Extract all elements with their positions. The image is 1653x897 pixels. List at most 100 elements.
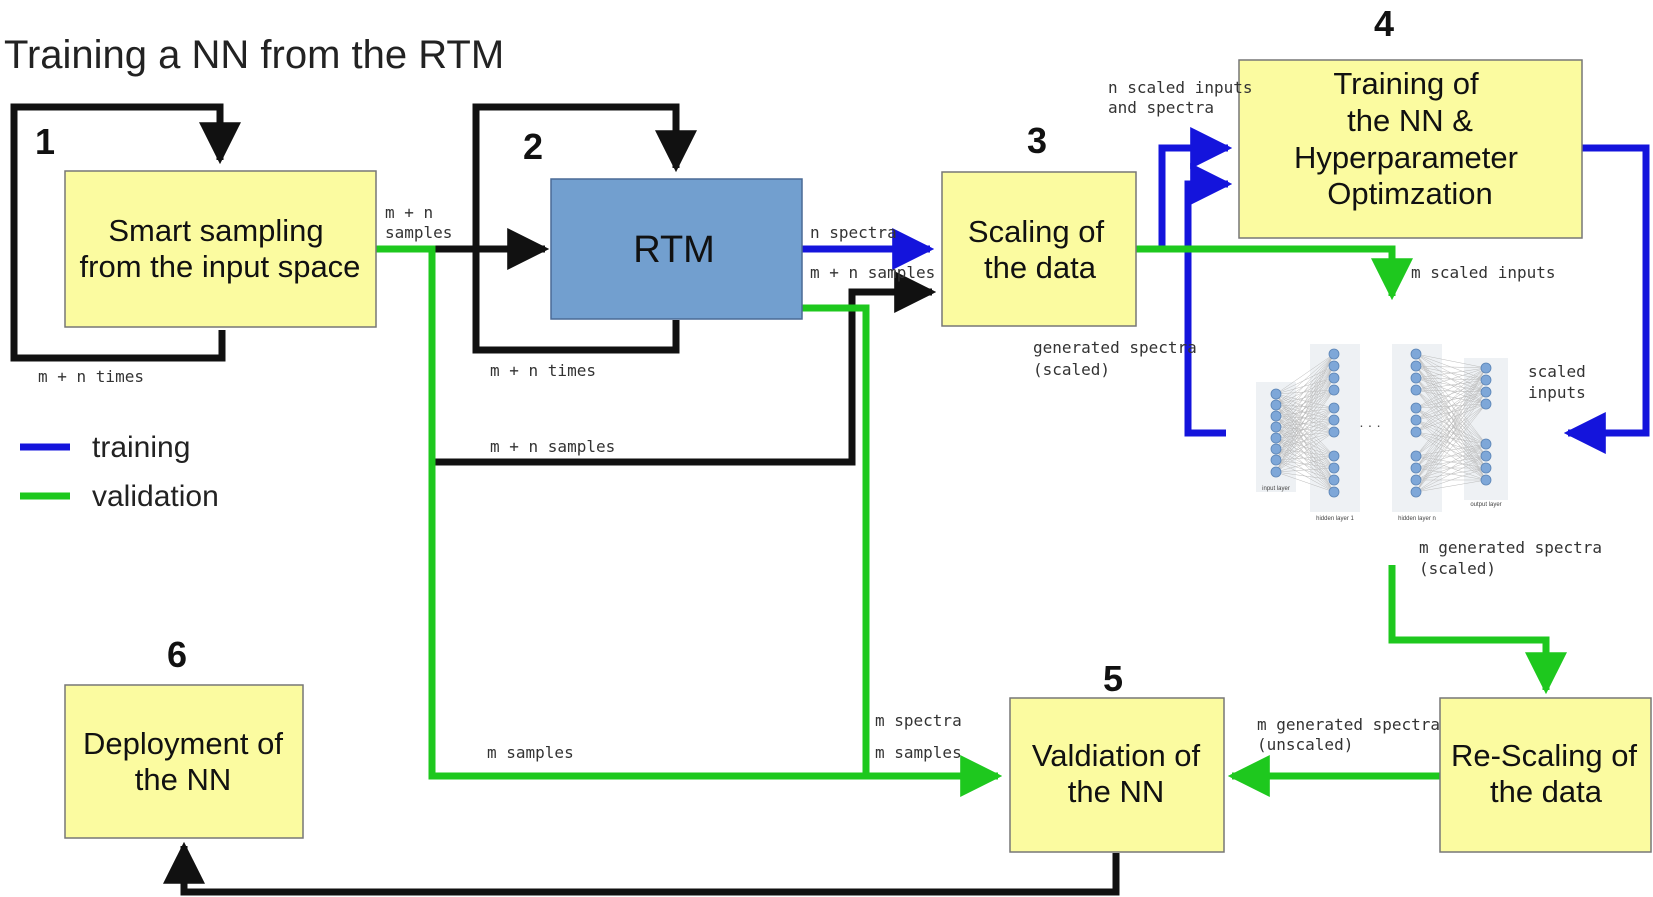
step-4-line4: Optimzation xyxy=(1327,176,1492,211)
nn-hidden-1-node-2 xyxy=(1328,372,1340,384)
nn-ellipsis: · · · xyxy=(1359,417,1381,433)
nn-hidden-1-node-9 xyxy=(1328,474,1340,486)
scaled-inputs-label-a: scaled xyxy=(1528,362,1586,381)
nn-hidden-n-node-8 xyxy=(1410,462,1422,474)
nn-hidden-n-node-0 xyxy=(1410,348,1422,360)
step-4-number: 4 xyxy=(1374,3,1394,44)
nn-hidden-1-node-4 xyxy=(1328,402,1340,414)
nn-hidden-n-node-10 xyxy=(1410,486,1422,498)
step-1-number: 1 xyxy=(35,121,55,162)
nn-input-node-7 xyxy=(1270,466,1282,478)
m-samples-left-label: m samples xyxy=(487,743,574,762)
nn-input-node-5 xyxy=(1270,443,1282,455)
m-spectra-label: m spectra xyxy=(875,711,962,730)
m-scaled-inputs-label: m scaled inputs xyxy=(1411,263,1556,282)
rtm-loop-arrow xyxy=(472,103,697,354)
step-5-number: 5 xyxy=(1103,658,1123,699)
generated-spectra-label-b: (scaled) xyxy=(1033,360,1110,379)
nn-input-node-1 xyxy=(1270,399,1282,411)
nn-output-layer-label: output layer xyxy=(1470,502,1501,508)
step-2-number: 2 xyxy=(523,126,543,167)
nn-hidden-1-node-0 xyxy=(1328,348,1340,360)
nn-hidden-1-node-1 xyxy=(1328,360,1340,372)
nn-output-node-5 xyxy=(1480,450,1492,462)
step-3-line2: the data xyxy=(984,250,1097,285)
nn-output-node-0 xyxy=(1480,362,1492,374)
step-5-line1: Valdiation of xyxy=(1032,738,1201,773)
nn-to-training-arrow xyxy=(1184,163,1233,437)
rescaling-line1: Re-Scaling of xyxy=(1451,738,1637,773)
step-3-line1: Scaling of xyxy=(968,214,1105,249)
legend: training validation xyxy=(20,431,219,513)
page-title: Training a NN from the RTM xyxy=(4,33,504,77)
nn-hidden-1-node-10 xyxy=(1328,486,1340,498)
scaled-inputs-to-nn-arrow xyxy=(1136,245,1413,301)
nn-hidden-1-node-6 xyxy=(1328,426,1340,438)
nn-input-layer-label: input layer xyxy=(1262,486,1290,492)
mn-samples-bottom-label: m + n samples xyxy=(490,437,615,456)
training-to-nn-arrow xyxy=(1563,144,1650,454)
step-1-box: Smart sampling from the input space xyxy=(64,170,377,328)
nn-to-rescaling-arrow xyxy=(1388,565,1567,695)
nn-input-node-3 xyxy=(1270,421,1282,433)
nn-output-node-2 xyxy=(1480,386,1492,398)
nn-hidden-layer-n-label: hidden layer n xyxy=(1398,516,1436,522)
nn-input-node-4 xyxy=(1270,432,1282,444)
nn-hidden-n-node-4 xyxy=(1410,402,1422,414)
rescaling-line2: the data xyxy=(1490,774,1603,809)
legend-validation-label: validation xyxy=(92,480,219,513)
step-2-loop-label: m + n times xyxy=(490,361,596,380)
nn-input-node-2 xyxy=(1270,410,1282,422)
step-6-line1: Deployment of xyxy=(83,726,283,761)
validation-to-deployment-arrow xyxy=(163,841,1120,896)
step-4-line2: the NN & xyxy=(1347,103,1473,138)
step-1-loop-label: m + n times xyxy=(38,367,144,386)
nn-output-node-4 xyxy=(1480,438,1492,450)
m-samples-validation-label: m samples xyxy=(875,743,962,762)
m-generated-scaled-label-b: (scaled) xyxy=(1419,559,1496,578)
nn-hidden-1-node-5 xyxy=(1328,414,1340,426)
nn-hidden-n-node-7 xyxy=(1410,450,1422,462)
mn-samples-rtm-label: m + n samples xyxy=(810,263,935,282)
nn-hidden-n-node-1 xyxy=(1410,360,1422,372)
step-4-line1: Training of xyxy=(1333,66,1479,101)
nn-input-node-6 xyxy=(1270,454,1282,466)
nn-output-node-7 xyxy=(1480,474,1492,486)
nn-output-node-1 xyxy=(1480,374,1492,386)
step-3-number: 3 xyxy=(1027,120,1047,161)
nn-output-node-6 xyxy=(1480,462,1492,474)
nn-hidden-n-node-9 xyxy=(1410,474,1422,486)
nn-hidden-n-node-5 xyxy=(1410,414,1422,426)
m-generated-scaled-label-a: m generated spectra xyxy=(1419,538,1602,557)
nn-hidden-1-node-8 xyxy=(1328,462,1340,474)
nn-hidden-layer-1-label: hidden layer 1 xyxy=(1316,516,1354,522)
step-5-box: Valdiation of the NN xyxy=(1009,697,1225,853)
nn-output-node-3 xyxy=(1480,398,1492,410)
step-2-rtm-box: RTM xyxy=(550,178,803,320)
scaled-inputs-label-b: inputs xyxy=(1528,383,1586,402)
m-generated-unscaled-label-b: (unscaled) xyxy=(1257,735,1353,754)
step-6-number: 6 xyxy=(167,634,187,675)
generated-spectra-label-a: generated spectra xyxy=(1033,338,1197,357)
m-generated-unscaled-label-a: m generated spectra xyxy=(1257,715,1440,734)
box1-loop-arrow xyxy=(10,103,241,362)
mn-samples-label-a: m + n xyxy=(385,203,433,222)
step-5-line2: the NN xyxy=(1068,774,1164,809)
step-2-label: RTM xyxy=(633,229,715,271)
nn-hidden-1-node-7 xyxy=(1328,450,1340,462)
step-1-line2: from the input space xyxy=(80,249,361,284)
nn-hidden-n-node-2 xyxy=(1410,372,1422,384)
mn-samples-label-b: samples xyxy=(385,223,452,242)
nn-hidden-n-node-6 xyxy=(1410,426,1422,438)
n-scaled-label-a: n scaled inputs xyxy=(1108,78,1253,97)
validation-connectors xyxy=(376,245,1567,797)
step-4-box: Training of the NN & Hyperparameter Opti… xyxy=(1238,59,1583,239)
n-spectra-label: n spectra xyxy=(810,223,897,242)
nn-input-node-0 xyxy=(1270,388,1282,400)
spectra-to-validation-line xyxy=(802,304,870,776)
nn-hidden-1-node-3 xyxy=(1328,384,1340,396)
step-6-line2: the NN xyxy=(135,762,231,797)
nn-hidden-n-node-3 xyxy=(1410,384,1422,396)
legend-training-label: training xyxy=(92,431,190,464)
samples-to-scaling-arrow xyxy=(432,271,937,466)
